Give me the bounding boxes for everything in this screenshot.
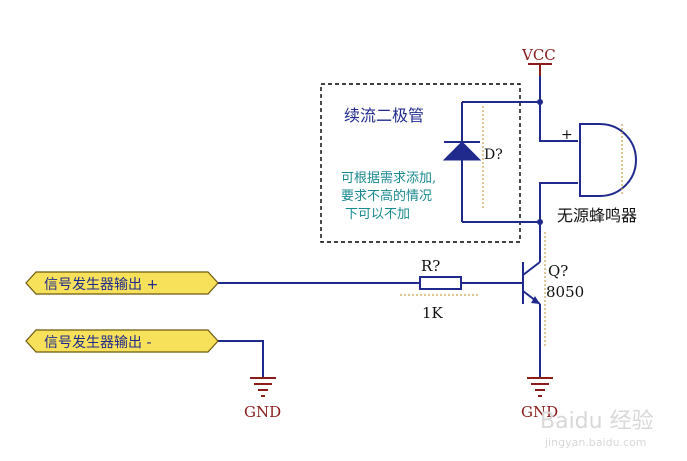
- diode-group-box: [320, 83, 521, 243]
- buzzer-to-collector-wire: [539, 182, 578, 262]
- watermark-url: jingyan.baidu.com: [544, 436, 647, 449]
- port-plus-label: 信号发生器输出 +: [44, 277, 158, 293]
- vcc-to-buzzer-wire: [539, 76, 578, 142]
- diode-note-line1: 可根据需求添加,: [341, 171, 436, 186]
- vcc-symbol: [528, 63, 552, 76]
- buzzer-name: 无源蜂鸣器: [557, 206, 637, 225]
- port-signal-minus: 信号发生器输出 -: [25, 329, 219, 353]
- transistor-ref: Q?: [548, 262, 568, 280]
- passive-buzzer: [579, 123, 637, 197]
- resistor-value: 1K: [422, 304, 444, 322]
- port-minus-label: 信号发生器输出 -: [44, 335, 152, 351]
- diode-note-line3: 下可以不加: [345, 207, 410, 222]
- gnd-left-label: GND: [244, 403, 281, 421]
- ground-symbol-left: [250, 377, 276, 397]
- watermark-logo: Baidu 经验: [540, 409, 654, 434]
- ground-symbol-right: [527, 377, 553, 397]
- freewheel-diode: [442, 102, 484, 222]
- transistor-part: 8050: [546, 283, 584, 301]
- diode-note-line2: 要求不高的情况: [341, 188, 432, 204]
- diode-ref: D?: [484, 147, 503, 163]
- junction-dot-top: [537, 99, 543, 105]
- buzzer-plus-label: +: [561, 127, 573, 143]
- resistor-ref: R?: [421, 257, 440, 275]
- resistor: [400, 276, 480, 296]
- diode-group-label: 续流二极管: [344, 106, 424, 125]
- vcc-label: VCC: [521, 46, 556, 64]
- port-signal-plus: 信号发生器输出 +: [25, 271, 219, 295]
- npn-transistor: [522, 232, 546, 378]
- gnd-right-label: GND: [521, 403, 558, 421]
- signal-minus-wire: [218, 340, 264, 378]
